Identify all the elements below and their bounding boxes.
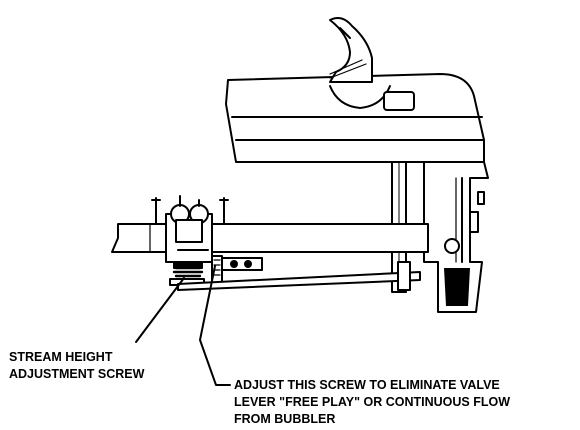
leader-lines	[135, 265, 231, 386]
valve-screw-callout-line: LEVER "FREE PLAY" OR CONTINUOUS FLOW	[234, 395, 510, 409]
stream-height-callout: STREAM HEIGHT ADJUSTMENT SCREW	[9, 349, 144, 383]
valve-lever	[177, 261, 421, 291]
bubbler-spout-icon	[329, 17, 373, 83]
mounting-plate	[111, 223, 429, 253]
valve-screw-callout-line: ADJUST THIS SCREW TO ELIMINATE VALVE	[234, 378, 500, 392]
valve-body	[151, 195, 229, 263]
bubbler-head	[225, 73, 485, 163]
valve-screw-leader	[199, 265, 231, 386]
stream-height-leader	[135, 277, 185, 343]
stream-height-screw-icon	[169, 261, 205, 286]
valve-screw-callout-line: FROM BUBBLER	[234, 412, 336, 426]
valve-screw-callout: ADJUST THIS SCREW TO ELIMINATE VALVE LEV…	[234, 377, 510, 428]
mounting-bracket	[423, 161, 489, 313]
valve-lever-screw-icon	[211, 255, 263, 287]
stream-height-callout-line: ADJUSTMENT SCREW	[9, 367, 145, 381]
stream-height-callout-line: STREAM HEIGHT	[9, 350, 113, 364]
